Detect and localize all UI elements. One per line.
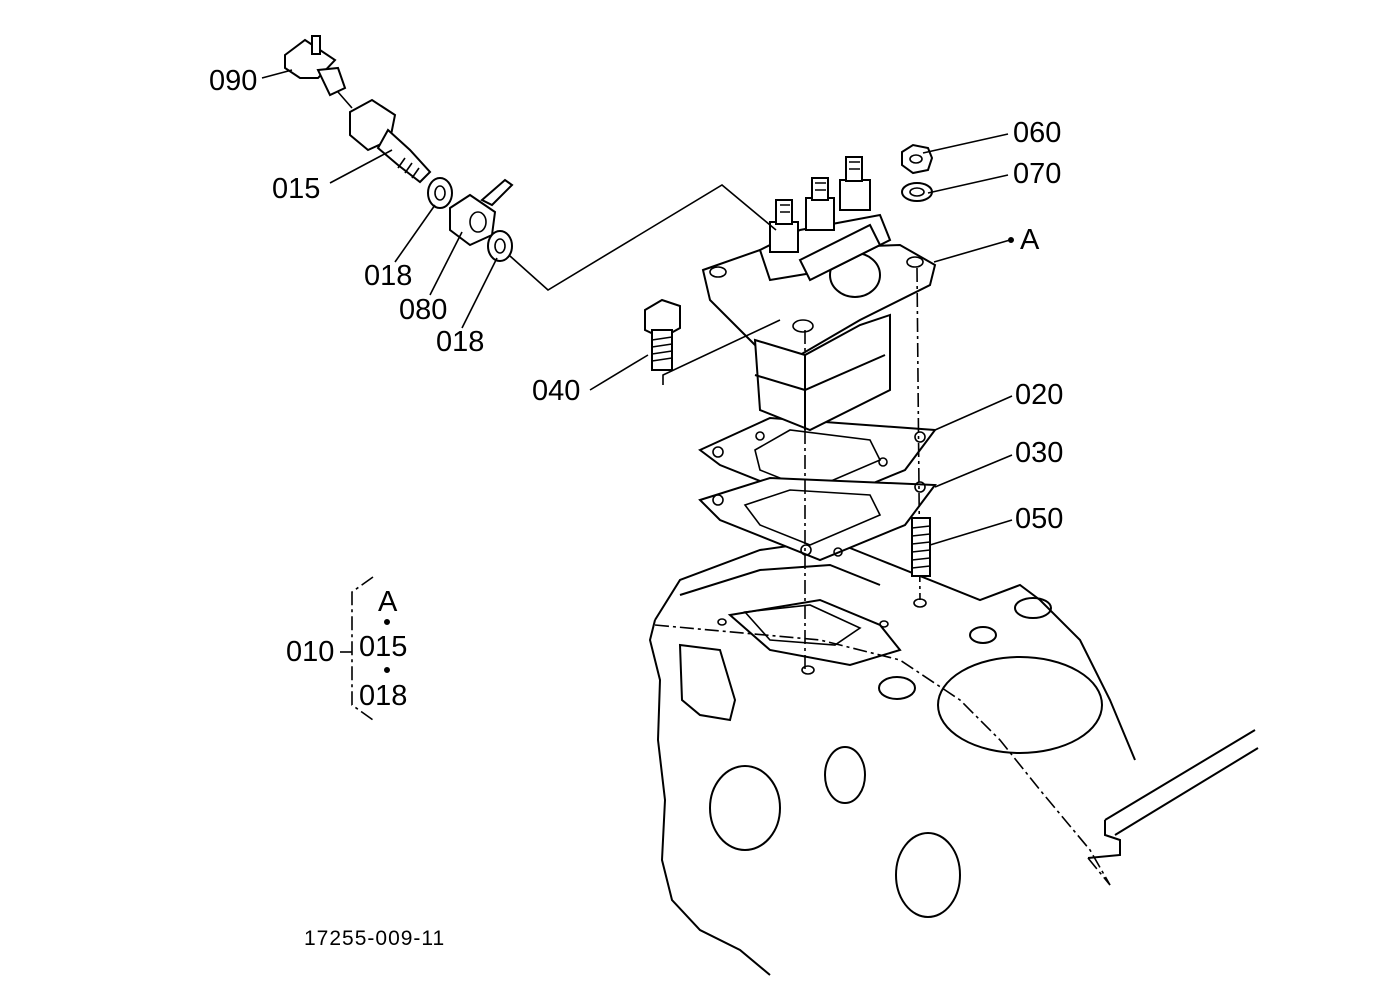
gasket-020	[698, 416, 937, 507]
label-040: 040	[532, 375, 581, 407]
legend-item-018: 018	[359, 680, 408, 712]
drawing-number: 17255-009-11	[304, 927, 446, 950]
label-018-upper: 018	[364, 260, 413, 292]
legend-item-A: A	[378, 586, 398, 618]
label-015: 015	[272, 173, 321, 205]
label-070: 070	[1013, 158, 1062, 190]
leader-lines	[261, 69, 1014, 546]
joint-090	[284, 35, 347, 97]
label-A: A	[1020, 224, 1040, 256]
label-090: 090	[209, 65, 258, 97]
stud-050	[911, 517, 931, 577]
pipe-connector-line	[337, 91, 353, 109]
gasket-030	[698, 476, 937, 562]
washer-070	[901, 182, 933, 202]
eye-fitting-080	[449, 178, 514, 247]
label-018-lower: 018	[436, 326, 485, 358]
washer-018-a	[427, 177, 453, 209]
leader-040-bolt	[662, 319, 781, 385]
bolt-040	[644, 298, 681, 371]
label-060: 060	[1013, 117, 1062, 149]
washer-018-b	[487, 230, 513, 262]
fuel-pipe-line	[509, 184, 777, 291]
label-080: 080	[399, 294, 448, 326]
label-020: 020	[1015, 379, 1064, 411]
engine-block	[648, 538, 1259, 976]
bolt-015	[349, 98, 432, 184]
legend-group-010: 010	[286, 636, 335, 668]
label-050: 050	[1015, 503, 1064, 535]
label-030: 030	[1015, 437, 1064, 469]
nut-060	[901, 143, 934, 175]
legend-item-015: 015	[359, 631, 408, 663]
injection-pump	[701, 156, 937, 432]
legend-bracket	[340, 576, 390, 721]
